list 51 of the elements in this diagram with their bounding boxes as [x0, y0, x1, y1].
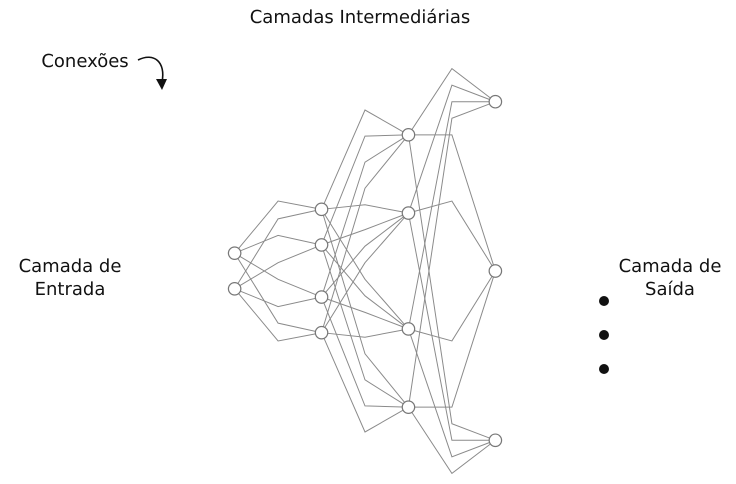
connector	[410, 334, 490, 458]
node-circle	[228, 282, 242, 296]
connector	[414, 276, 493, 342]
connector	[409, 218, 490, 441]
connector	[240, 290, 316, 308]
node-circle	[402, 128, 416, 142]
node-circle	[314, 238, 328, 252]
connector	[238, 200, 316, 249]
connector	[324, 109, 404, 204]
node-circle	[314, 290, 328, 304]
connector	[326, 214, 404, 244]
connector	[239, 256, 316, 296]
connector	[410, 84, 490, 208]
node-circle	[488, 433, 502, 448]
layer-title: Camadas Intermediárias	[248, 6, 472, 30]
layer-title: Camada de Saída	[618, 255, 722, 302]
node-circle	[402, 206, 416, 220]
connector	[325, 249, 404, 326]
connector	[323, 134, 403, 240]
connector	[414, 276, 494, 408]
connector	[327, 204, 403, 212]
node-circle	[488, 264, 502, 278]
connector	[326, 298, 404, 328]
connector	[237, 258, 316, 332]
node-circle	[228, 246, 242, 260]
connector	[411, 412, 491, 474]
connector	[322, 138, 404, 292]
connector	[238, 293, 316, 342]
connector	[325, 216, 404, 293]
node-circle	[314, 202, 328, 216]
connector	[239, 246, 316, 286]
connector	[322, 250, 404, 404]
node-circle	[314, 326, 328, 340]
connector	[322, 214, 406, 403]
connector	[414, 134, 494, 266]
connector	[237, 210, 316, 284]
connector	[324, 338, 404, 433]
connector	[323, 302, 403, 408]
connector	[322, 139, 406, 328]
connector	[408, 140, 490, 439]
connector	[409, 101, 490, 324]
connector	[327, 330, 403, 338]
node-circle	[402, 400, 416, 414]
connector	[408, 103, 490, 402]
node-circle	[488, 94, 502, 109]
connector	[414, 200, 493, 266]
annotation-text: Conexões	[40, 50, 130, 74]
connector	[411, 68, 491, 130]
layer-title: Camada de Entrada	[18, 255, 122, 302]
node-circle	[402, 322, 416, 336]
connector	[240, 234, 316, 252]
